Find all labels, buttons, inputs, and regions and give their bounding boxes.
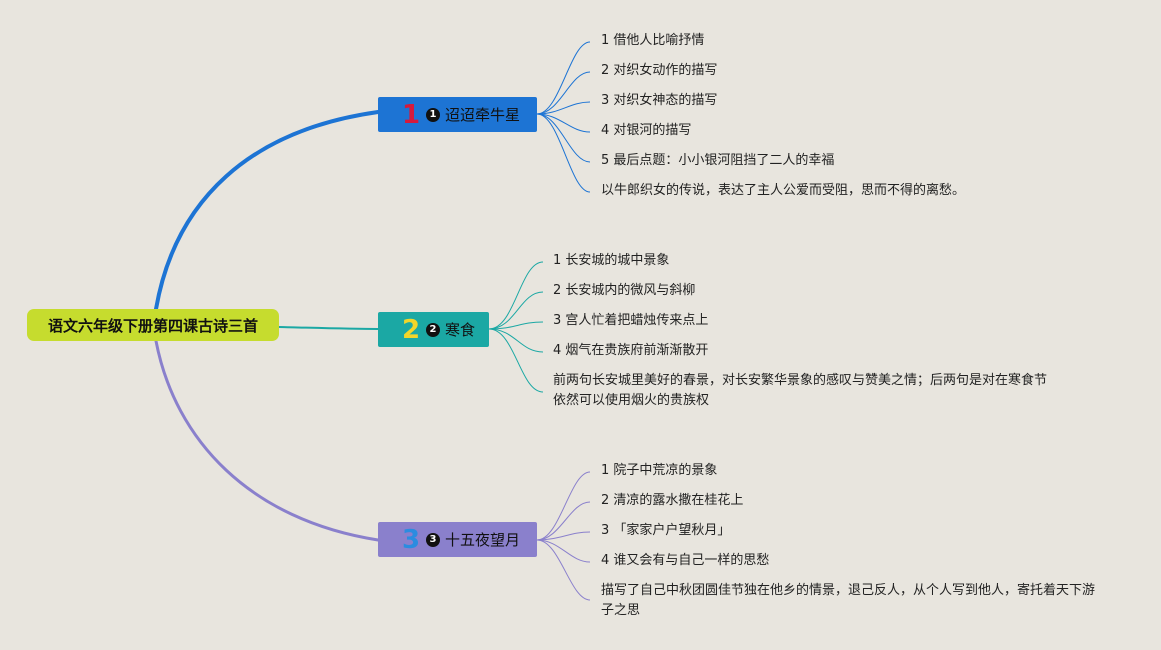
leaf-3-2[interactable]: 2 清凉的露水撒在桂花上 [601, 493, 744, 508]
leaf-1-6[interactable]: 以牛郎织女的传说，表达了主人公爱而受阻，思而不得的离愁。 [601, 183, 966, 198]
leaf-2-4[interactable]: 4 烟气在贵族府前渐渐散开 [553, 343, 709, 358]
leaf-2-5[interactable]: 前两句长安城里美好的春景，对长安繁华景象的感叹与赞美之情；后两句是对在寒食节依然… [553, 373, 1048, 408]
leaf-connectors-2 [488, 261, 544, 393]
leaf-1-1[interactable]: 1 借他人比喻抒情 [601, 33, 705, 48]
topic-marker-1: 1 [426, 107, 440, 122]
leaf-1-3[interactable]: 3 对织女神态的描写 [601, 93, 718, 108]
topic-title-1: 迢迢牵牛星 [445, 106, 521, 124]
topic-marker-3: 3 [426, 532, 440, 547]
topic-node-1[interactable]: 1 1 迢迢牵牛星 [378, 97, 537, 132]
leaf-2-2[interactable]: 2 长安城内的微风与斜柳 [553, 283, 696, 298]
topic-number-1: 1 [401, 99, 421, 130]
leaf-connectors-1 [536, 41, 591, 193]
topic-title-3: 十五夜望月 [445, 531, 521, 549]
topic-number-3: 3 [401, 524, 421, 555]
leaf-2-3[interactable]: 3 宫人忙着把蜡烛传来点上 [553, 313, 709, 328]
root-label: 语文六年级下册第四课古诗三首 [47, 316, 258, 335]
leaf-3-1[interactable]: 1 院子中荒凉的景象 [601, 463, 718, 478]
topic-title-2: 寒食 [445, 321, 476, 339]
topic-marker-2: 2 [426, 322, 440, 337]
leaf-connectors-3 [536, 471, 591, 601]
leaf-3-5[interactable]: 描写了自己中秋团圆佳节独在他乡的情景，退己反人，从个人写到他人，寄托着天下游子之… [601, 583, 1096, 618]
leaf-2-1[interactable]: 1 长安城的城中景象 [553, 253, 670, 268]
leaf-3-4[interactable]: 4 谁又会有与自己一样的思愁 [601, 553, 770, 568]
leaf-1-5[interactable]: 5 最后点题：小小银河阻挡了二人的幸福 [601, 153, 835, 168]
root-node[interactable]: 语文六年级下册第四课古诗三首 [27, 309, 279, 341]
topic-number-2: 2 [401, 314, 421, 345]
leaf-1-4[interactable]: 4 对银河的描写 [601, 123, 692, 138]
branch-line-2 [278, 326, 379, 330]
branch-line-1 [154, 110, 380, 311]
leaf-1-2[interactable]: 2 对织女动作的描写 [601, 63, 718, 78]
topic-node-2[interactable]: 2 2 寒食 [378, 312, 489, 347]
branch-line-3 [154, 339, 380, 542]
topic-node-3[interactable]: 3 3 十五夜望月 [378, 522, 537, 557]
leaf-3-3[interactable]: 3 「家家户户望秋月」 [601, 523, 731, 538]
